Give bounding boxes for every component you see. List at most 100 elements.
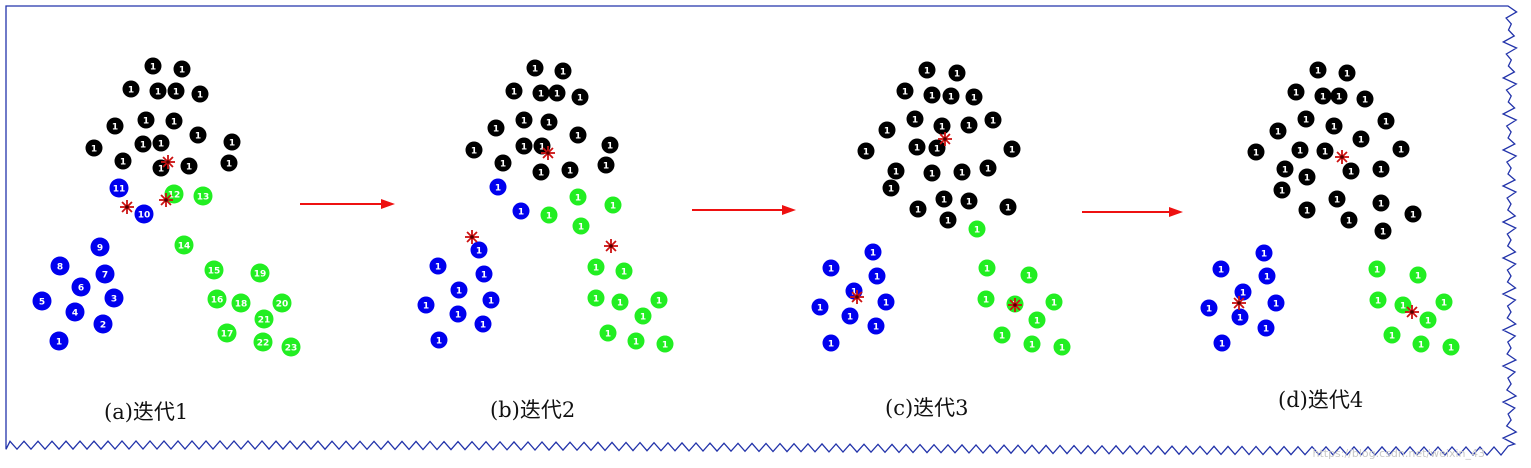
black-point: 1 (935, 190, 953, 208)
svg-text:1: 1 (593, 294, 599, 304)
svg-text:1: 1 (1331, 122, 1337, 132)
svg-text:1: 1 (511, 87, 517, 97)
blue-point: 1 (822, 334, 840, 352)
svg-text:1: 1 (966, 197, 972, 207)
svg-text:1: 1 (521, 142, 527, 152)
blue-point: 1 (1257, 319, 1275, 337)
black-point: 1 (1340, 211, 1358, 229)
svg-text:1: 1 (971, 93, 977, 103)
black-point: 1 (918, 61, 936, 79)
black-point: 1 (515, 111, 533, 129)
black-point: 1 (85, 139, 103, 157)
svg-text:1: 1 (888, 184, 894, 194)
svg-text:13: 13 (197, 192, 210, 202)
black-point: 1 (1297, 110, 1315, 128)
green-point: 1 (1394, 296, 1412, 314)
svg-text:1: 1 (518, 207, 524, 217)
green-point: 1 (993, 326, 1011, 344)
green-point: 1 (1045, 293, 1063, 311)
caption-d: (d)迭代4 (1278, 388, 1364, 412)
green-point: 1 (627, 332, 645, 350)
svg-text:1: 1 (607, 141, 613, 151)
black-point: 1 (532, 163, 550, 181)
blue-point: 1 (450, 281, 468, 299)
blue-point: 3 (104, 288, 124, 308)
jagged-border (5, 5, 1518, 457)
svg-text:1: 1 (1304, 173, 1310, 183)
svg-text:1: 1 (500, 159, 506, 169)
svg-text:1: 1 (1206, 304, 1212, 314)
green-point: 1 (1412, 335, 1430, 353)
blue-point: 6 (71, 277, 91, 297)
caption-b: (b)迭代2 (490, 398, 576, 422)
black-point: 1 (180, 157, 198, 175)
centroid-star (938, 132, 952, 146)
blue-point: 10 (134, 204, 154, 224)
blue-point: 2 (93, 314, 113, 334)
centroid-star (604, 239, 618, 253)
svg-text:1: 1 (476, 246, 482, 256)
blue-point: 8 (50, 256, 70, 276)
black-point: 1 (923, 164, 941, 182)
green-point: 1 (656, 335, 674, 353)
svg-text:1: 1 (945, 216, 951, 226)
black-point: 1 (942, 87, 960, 105)
green-point: 22 (253, 332, 273, 352)
svg-text:1: 1 (617, 298, 623, 308)
svg-text:1: 1 (155, 87, 161, 97)
svg-text:11: 11 (113, 184, 126, 194)
svg-text:10: 10 (138, 210, 151, 220)
svg-text:1: 1 (924, 66, 930, 76)
svg-text:1: 1 (902, 87, 908, 97)
black-point: 1 (1247, 143, 1265, 161)
svg-text:1: 1 (1263, 324, 1269, 334)
blue-point: 1 (811, 298, 829, 316)
svg-text:1: 1 (1380, 227, 1386, 237)
svg-text:1: 1 (662, 340, 668, 350)
centroid-star (120, 200, 134, 214)
centroid-star (1405, 305, 1419, 319)
black-point: 1 (1356, 90, 1374, 108)
blue-point: 1 (841, 307, 859, 325)
blue-point: 4 (65, 302, 85, 322)
svg-text:1: 1 (873, 322, 879, 332)
black-point: 1 (965, 88, 983, 106)
blue-point: 1 (822, 259, 840, 277)
centroid-star (541, 146, 555, 160)
black-point: 1 (1342, 162, 1360, 180)
svg-text:1: 1 (1029, 340, 1035, 350)
svg-text:1: 1 (423, 301, 429, 311)
svg-text:1: 1 (1026, 271, 1032, 281)
svg-text:1: 1 (1441, 298, 1447, 308)
svg-text:1: 1 (974, 225, 980, 235)
green-point: 1 (587, 258, 605, 276)
black-point: 1 (149, 82, 167, 100)
blue-point: 1 (1231, 308, 1249, 326)
black-point: 1 (1316, 142, 1334, 160)
green-point: 23 (281, 337, 301, 357)
svg-text:1: 1 (1410, 210, 1416, 220)
black-point: 1 (571, 88, 589, 106)
blue-point: 1 (474, 315, 492, 333)
black-point: 1 (979, 159, 997, 177)
green-point: 13 (193, 186, 213, 206)
svg-text:1: 1 (929, 91, 935, 101)
svg-text:1: 1 (578, 222, 584, 232)
svg-text:1: 1 (56, 337, 62, 347)
svg-text:1: 1 (1415, 271, 1421, 281)
blue-point: 1 (1200, 299, 1218, 317)
black-point: 1 (909, 200, 927, 218)
green-point: 1 (611, 293, 629, 311)
svg-text:1: 1 (1261, 249, 1267, 259)
svg-text:1: 1 (1375, 296, 1381, 306)
svg-text:1: 1 (1348, 167, 1354, 177)
black-point: 1 (1269, 122, 1287, 140)
blue-point: 1 (1255, 244, 1273, 262)
svg-text:1: 1 (554, 89, 560, 99)
svg-text:1: 1 (593, 263, 599, 273)
centroid-star (850, 290, 864, 304)
green-point: 1 (1442, 338, 1460, 356)
svg-text:1: 1 (488, 296, 494, 306)
green-point: 1 (1028, 311, 1046, 329)
svg-text:9: 9 (97, 243, 103, 253)
